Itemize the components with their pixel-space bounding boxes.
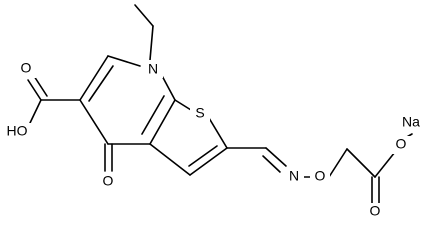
bond-lines bbox=[27, 4, 413, 205]
atom-oxime-n: N bbox=[284, 168, 304, 186]
atom-ester-carbonyl-o: O bbox=[365, 203, 385, 221]
bond-ch-n-double bbox=[262, 155, 281, 173]
chemical-structure: N S O N O O Na O bbox=[2, 4, 422, 221]
atom-label: Na bbox=[402, 114, 420, 130]
bond-s-c2 bbox=[208, 117, 228, 149]
bond-c2-c3-double bbox=[188, 145, 218, 167]
bond-c2-c3 bbox=[189, 147, 228, 176]
atom-label: O bbox=[396, 136, 407, 152]
atom-label: N bbox=[289, 168, 299, 184]
atom-acid-carbonyl-o: O bbox=[16, 60, 36, 78]
atom-label: O bbox=[21, 60, 32, 76]
bond-o-ch2 bbox=[328, 148, 348, 178]
bond-cooh-o-double bbox=[33, 75, 48, 97]
bond-cooh-oh bbox=[29, 99, 42, 124]
bond-c-o-single bbox=[374, 151, 396, 178]
atom-label: S bbox=[195, 105, 204, 121]
bond-c5-c4 bbox=[79, 99, 109, 145]
bond-c6-c5 bbox=[79, 55, 109, 101]
atom-labels: N S O N O O Na O bbox=[2, 60, 422, 221]
bond-ethyl-ch2 bbox=[149, 25, 154, 61]
atom-sodium: Na bbox=[400, 114, 422, 132]
atom-label: O bbox=[103, 173, 114, 189]
atom-label: O bbox=[370, 203, 381, 219]
bond-ch2-c bbox=[346, 148, 376, 178]
bond-c3-c3a bbox=[149, 143, 191, 176]
bond-c7a-s bbox=[174, 99, 192, 111]
atom-s-ring: S bbox=[190, 104, 210, 122]
atom-carboxylate-o: O bbox=[391, 136, 411, 154]
atom-label: O bbox=[315, 168, 326, 184]
bond-ethyl-ch3 bbox=[134, 4, 154, 27]
bond-ch-n bbox=[265, 147, 287, 167]
atom-label: N bbox=[148, 61, 158, 77]
bond-c3a-c7a bbox=[149, 99, 176, 145]
atom-n-ring: N bbox=[143, 60, 163, 78]
bond-c3a-c7a-double bbox=[141, 95, 165, 135]
atom-label: HO bbox=[7, 123, 28, 139]
atom-hydroxyl: HO bbox=[2, 123, 32, 141]
bond-n-c6 bbox=[107, 55, 141, 67]
atom-ether-o: O bbox=[310, 168, 330, 186]
bond-cooh-o bbox=[27, 79, 42, 101]
bond-c6-c5-double bbox=[88, 65, 114, 102]
atom-ketone-o: O bbox=[98, 173, 118, 191]
